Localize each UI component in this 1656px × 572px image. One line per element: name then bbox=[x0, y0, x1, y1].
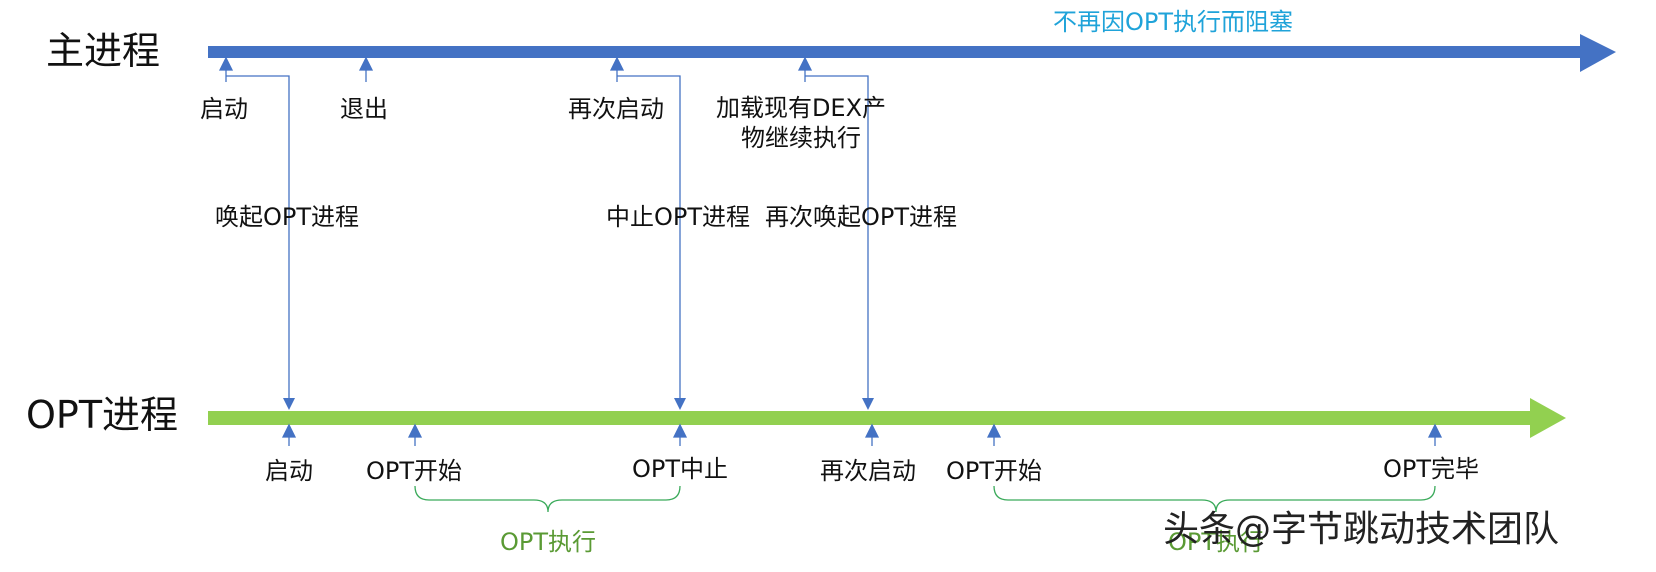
main-tick-exit bbox=[358, 56, 374, 82]
signal-arrowheads bbox=[283, 398, 874, 410]
signal-rewake-opt-label: 再次唤起OPT进程 bbox=[765, 203, 958, 231]
main-event-start-label: 启动 bbox=[200, 95, 248, 123]
connector-stop-opt bbox=[617, 75, 681, 400]
opt-exec-span-1-label: OPT执行 bbox=[499, 528, 597, 556]
main-event-exit-label: 退出 bbox=[340, 95, 388, 123]
opt-tick-opt-stop bbox=[672, 423, 688, 446]
brace-opt-exec-2 bbox=[993, 485, 1436, 513]
opt-event-stop-label: OPT中止 bbox=[631, 455, 729, 483]
opt-event-start-label: 启动 bbox=[265, 457, 313, 485]
main-tick-restart bbox=[609, 56, 625, 82]
opt-process-title: OPT进程 bbox=[26, 393, 179, 437]
main-event-load-dex-label: 加载现有DEX产物继续执行 bbox=[715, 94, 887, 152]
connector-wake-opt bbox=[226, 75, 290, 400]
main-event-ticks bbox=[218, 56, 813, 82]
opt-event-restart-label: 再次启动 bbox=[820, 457, 916, 485]
main-tick-start bbox=[218, 56, 234, 82]
connector-rewake-opt bbox=[805, 75, 869, 400]
watermark: 头条@字节跳动技术团队 bbox=[1163, 509, 1560, 550]
opt-event-ticks bbox=[281, 423, 1443, 446]
opt-tick-restart bbox=[864, 423, 880, 446]
opt-tick-opt-done bbox=[1427, 423, 1443, 446]
signal-connectors bbox=[226, 75, 869, 400]
opt-exec-span-2-label: OPT执行 bbox=[1167, 528, 1265, 556]
signal-stop-opt-label: 中止OPT进程 bbox=[606, 203, 751, 231]
opt-tick-opt-begin-2 bbox=[986, 423, 1002, 446]
signal-wake-opt-label: 唤起OPT进程 bbox=[215, 203, 360, 231]
execution-braces bbox=[414, 485, 1436, 513]
brace-opt-exec-1 bbox=[414, 485, 681, 513]
main-tick-load-dex bbox=[797, 56, 813, 82]
banner-not-blocked: 不再因OPT执行而阻塞 bbox=[1052, 8, 1294, 36]
main-event-restart-label: 再次启动 bbox=[568, 95, 664, 123]
opt-event-begin-label: OPT开始 bbox=[365, 457, 463, 485]
opt-tick-start bbox=[281, 423, 297, 446]
opt-event-done-label: OPT完毕 bbox=[1382, 455, 1480, 483]
opt-process-timeline bbox=[208, 398, 1566, 438]
main-process-timeline bbox=[208, 34, 1616, 72]
opt-tick-opt-begin bbox=[407, 423, 423, 446]
main-process-title: 主进程 bbox=[46, 29, 161, 73]
opt-event-begin-2-label: OPT开始 bbox=[945, 457, 1043, 485]
